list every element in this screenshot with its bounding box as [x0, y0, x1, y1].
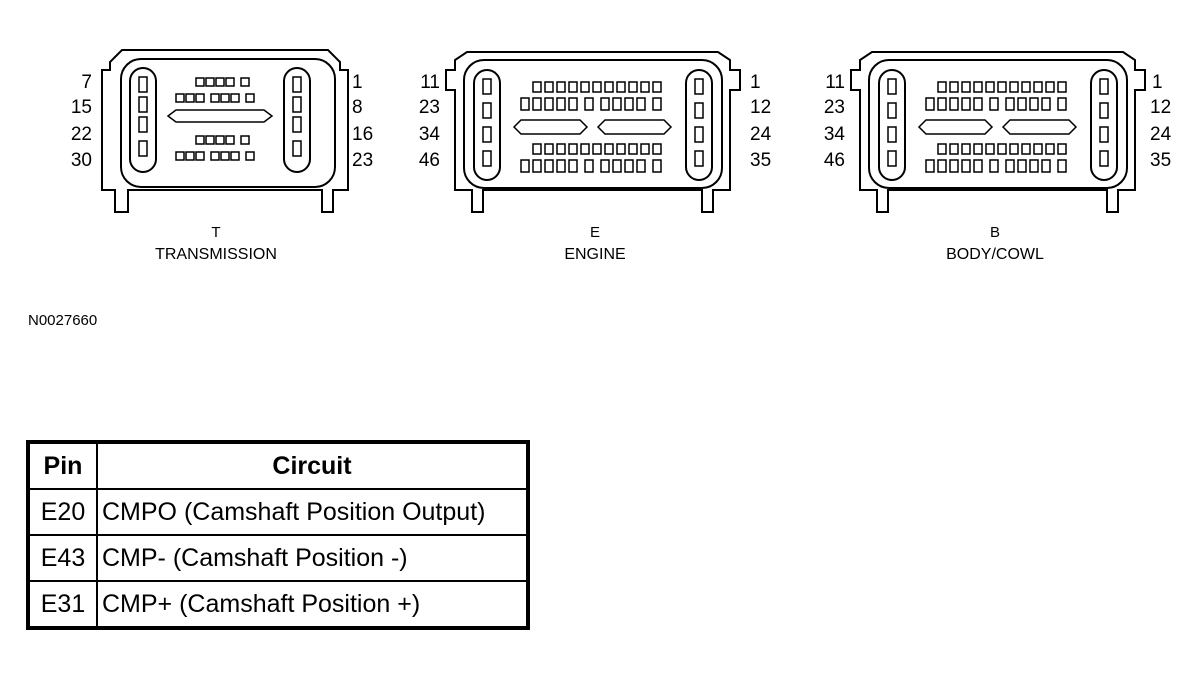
pin-label: 46: [824, 150, 845, 171]
connector-letter: T: [211, 224, 220, 241]
connector-body-cowl-labels: 11 23 34 46 1 12 24 35 B BODY/COWL: [824, 72, 1172, 263]
pin-label: 12: [750, 97, 771, 118]
connector-transmission: [101, 49, 349, 213]
pin-label: 1: [750, 72, 761, 93]
pin-circuit-table: Pin Circuit E20 CMPO (Camshaft Position …: [26, 440, 530, 630]
connector-shell: [445, 51, 741, 213]
circuit-cell: CMP- (Camshaft Position -): [96, 534, 529, 582]
pin-label: 8: [352, 97, 363, 118]
center-pins: [917, 81, 1078, 173]
pin-label: 1: [1152, 72, 1163, 93]
pin-label: 11: [825, 72, 845, 93]
pin-label: 34: [419, 124, 441, 145]
pin-label: 34: [824, 124, 846, 145]
pin-label: 11: [420, 72, 440, 93]
pin-column-right: [283, 67, 311, 173]
pin-column-left: [129, 67, 157, 173]
connector-face: [868, 59, 1128, 189]
pin-label: 1: [352, 72, 363, 93]
side-pins: [887, 78, 1109, 167]
pin-cell: E20: [27, 488, 98, 536]
table-row: E31 CMP+ (Camshaft Position +): [27, 580, 529, 629]
center-pins: [166, 77, 274, 161]
connector-name: TRANSMISSION: [155, 246, 277, 263]
pin-label: 23: [352, 150, 373, 171]
connector-letter: B: [990, 224, 1000, 241]
table-row: E20 CMPO (Camshaft Position Output): [27, 488, 529, 536]
connector-transmission-labels: 7 15 22 30 1 8 16 23 T TRANSMISSION: [71, 72, 373, 263]
connector-engine-labels: 11 23 34 46 1 12 24 35 E ENGINE: [419, 72, 772, 263]
pin-label: 7: [81, 72, 92, 93]
table-row: E43 CMP- (Camshaft Position -): [27, 534, 529, 582]
connector-diagram: 7 15 22 30 1 8 16 23 T TRANSMISSION 11 2…: [71, 49, 1172, 263]
column-header-pin: Pin: [27, 441, 98, 490]
center-pins: [512, 81, 673, 173]
pin-column-left: [878, 69, 906, 181]
pin-column-right: [1090, 69, 1118, 181]
side-pins: [482, 78, 704, 167]
pin-column-left: [473, 69, 501, 181]
pin-label: 23: [419, 97, 440, 118]
pin-label: 24: [1150, 124, 1172, 145]
column-header-circuit: Circuit: [96, 441, 529, 490]
circuit-cell: CMP+ (Camshaft Position +): [96, 580, 529, 629]
connector-name: ENGINE: [564, 246, 625, 263]
pin-label: 12: [1150, 97, 1171, 118]
pin-label: 22: [71, 124, 92, 145]
connector-shell: [101, 49, 349, 213]
pin-label: 23: [824, 97, 845, 118]
connector-engine: [445, 51, 741, 213]
pin-cell: E43: [27, 534, 98, 582]
connector-face: [120, 58, 336, 188]
connector-body-cowl: [850, 51, 1146, 213]
pin-label: 46: [419, 150, 440, 171]
pin-label: 16: [352, 124, 373, 145]
side-pins: [138, 76, 302, 157]
pin-label: 30: [71, 150, 92, 171]
pin-cell: E31: [27, 580, 98, 629]
pin-label: 24: [750, 124, 772, 145]
circuit-cell: CMPO (Camshaft Position Output): [96, 488, 529, 536]
connector-face: [463, 59, 723, 189]
connector-letter: E: [590, 224, 600, 241]
table-header-row: Pin Circuit: [27, 441, 529, 490]
pin-column-right: [685, 69, 713, 181]
pin-label: 35: [750, 150, 771, 171]
figure-id: N0027660: [28, 312, 98, 329]
connector-shell: [850, 51, 1146, 213]
pin-label: 15: [71, 97, 92, 118]
connector-name: BODY/COWL: [946, 246, 1044, 263]
pin-label: 35: [1150, 150, 1171, 171]
